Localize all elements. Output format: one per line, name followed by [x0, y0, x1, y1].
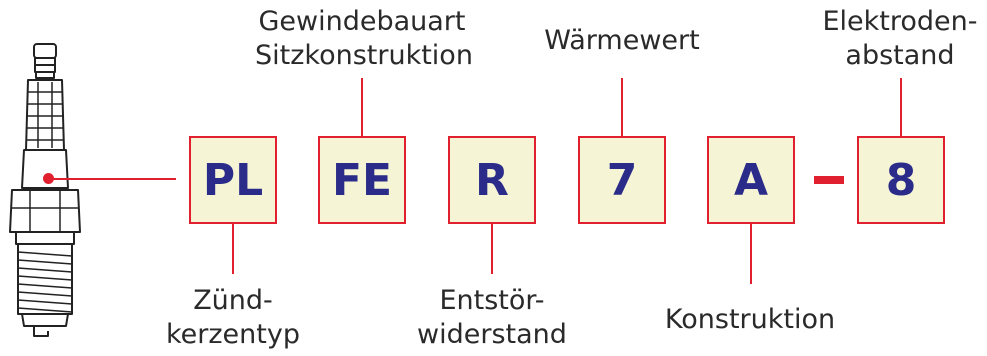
code-separator-dash: [814, 176, 844, 184]
label-fe-line1: Gewindebauart: [258, 6, 466, 37]
leader-line-pl: [232, 224, 234, 274]
code-box-8: 8: [857, 136, 945, 224]
code-box-pl: PL: [189, 136, 277, 224]
label-8-line2: abstand: [845, 40, 955, 71]
code-box-fe: FE: [318, 136, 406, 224]
label-pl-line1: Zünd-: [193, 285, 273, 316]
label-zuendkerzentyp: Zünd- kerzentyp: [150, 284, 316, 352]
code-box-a: A: [707, 136, 795, 224]
label-r-line1: Entstör-: [439, 285, 545, 316]
label-gewindebauart-sitzkonstruktion: Gewindebauart Sitzkonstruktion: [255, 5, 473, 73]
code-box-r: R: [448, 136, 536, 224]
label-entstoerwiderstand: Entstör- widerstand: [405, 284, 579, 352]
label-fe-line2: Sitzkonstruktion: [255, 40, 473, 71]
plug-pointer-line: [48, 178, 176, 180]
label-8-line1: Elektroden-: [822, 6, 978, 37]
label-elektrodenabstand: Elektroden- abstand: [818, 5, 982, 73]
leader-line-fe: [361, 78, 363, 136]
label-pl-line2: kerzentyp: [166, 319, 300, 350]
leader-line-8: [900, 78, 902, 136]
label-konstruktion: Konstruktion: [664, 304, 836, 335]
label-r-line2: widerstand: [417, 319, 567, 350]
leader-line-7: [621, 78, 623, 136]
code-box-7: 7: [578, 136, 666, 224]
leader-line-a: [750, 224, 752, 284]
spark-plug-icon: [9, 43, 81, 337]
leader-line-r: [491, 224, 493, 274]
label-waermewert: Wärmewert: [544, 25, 700, 56]
plug-pointer-dot: [43, 173, 54, 184]
